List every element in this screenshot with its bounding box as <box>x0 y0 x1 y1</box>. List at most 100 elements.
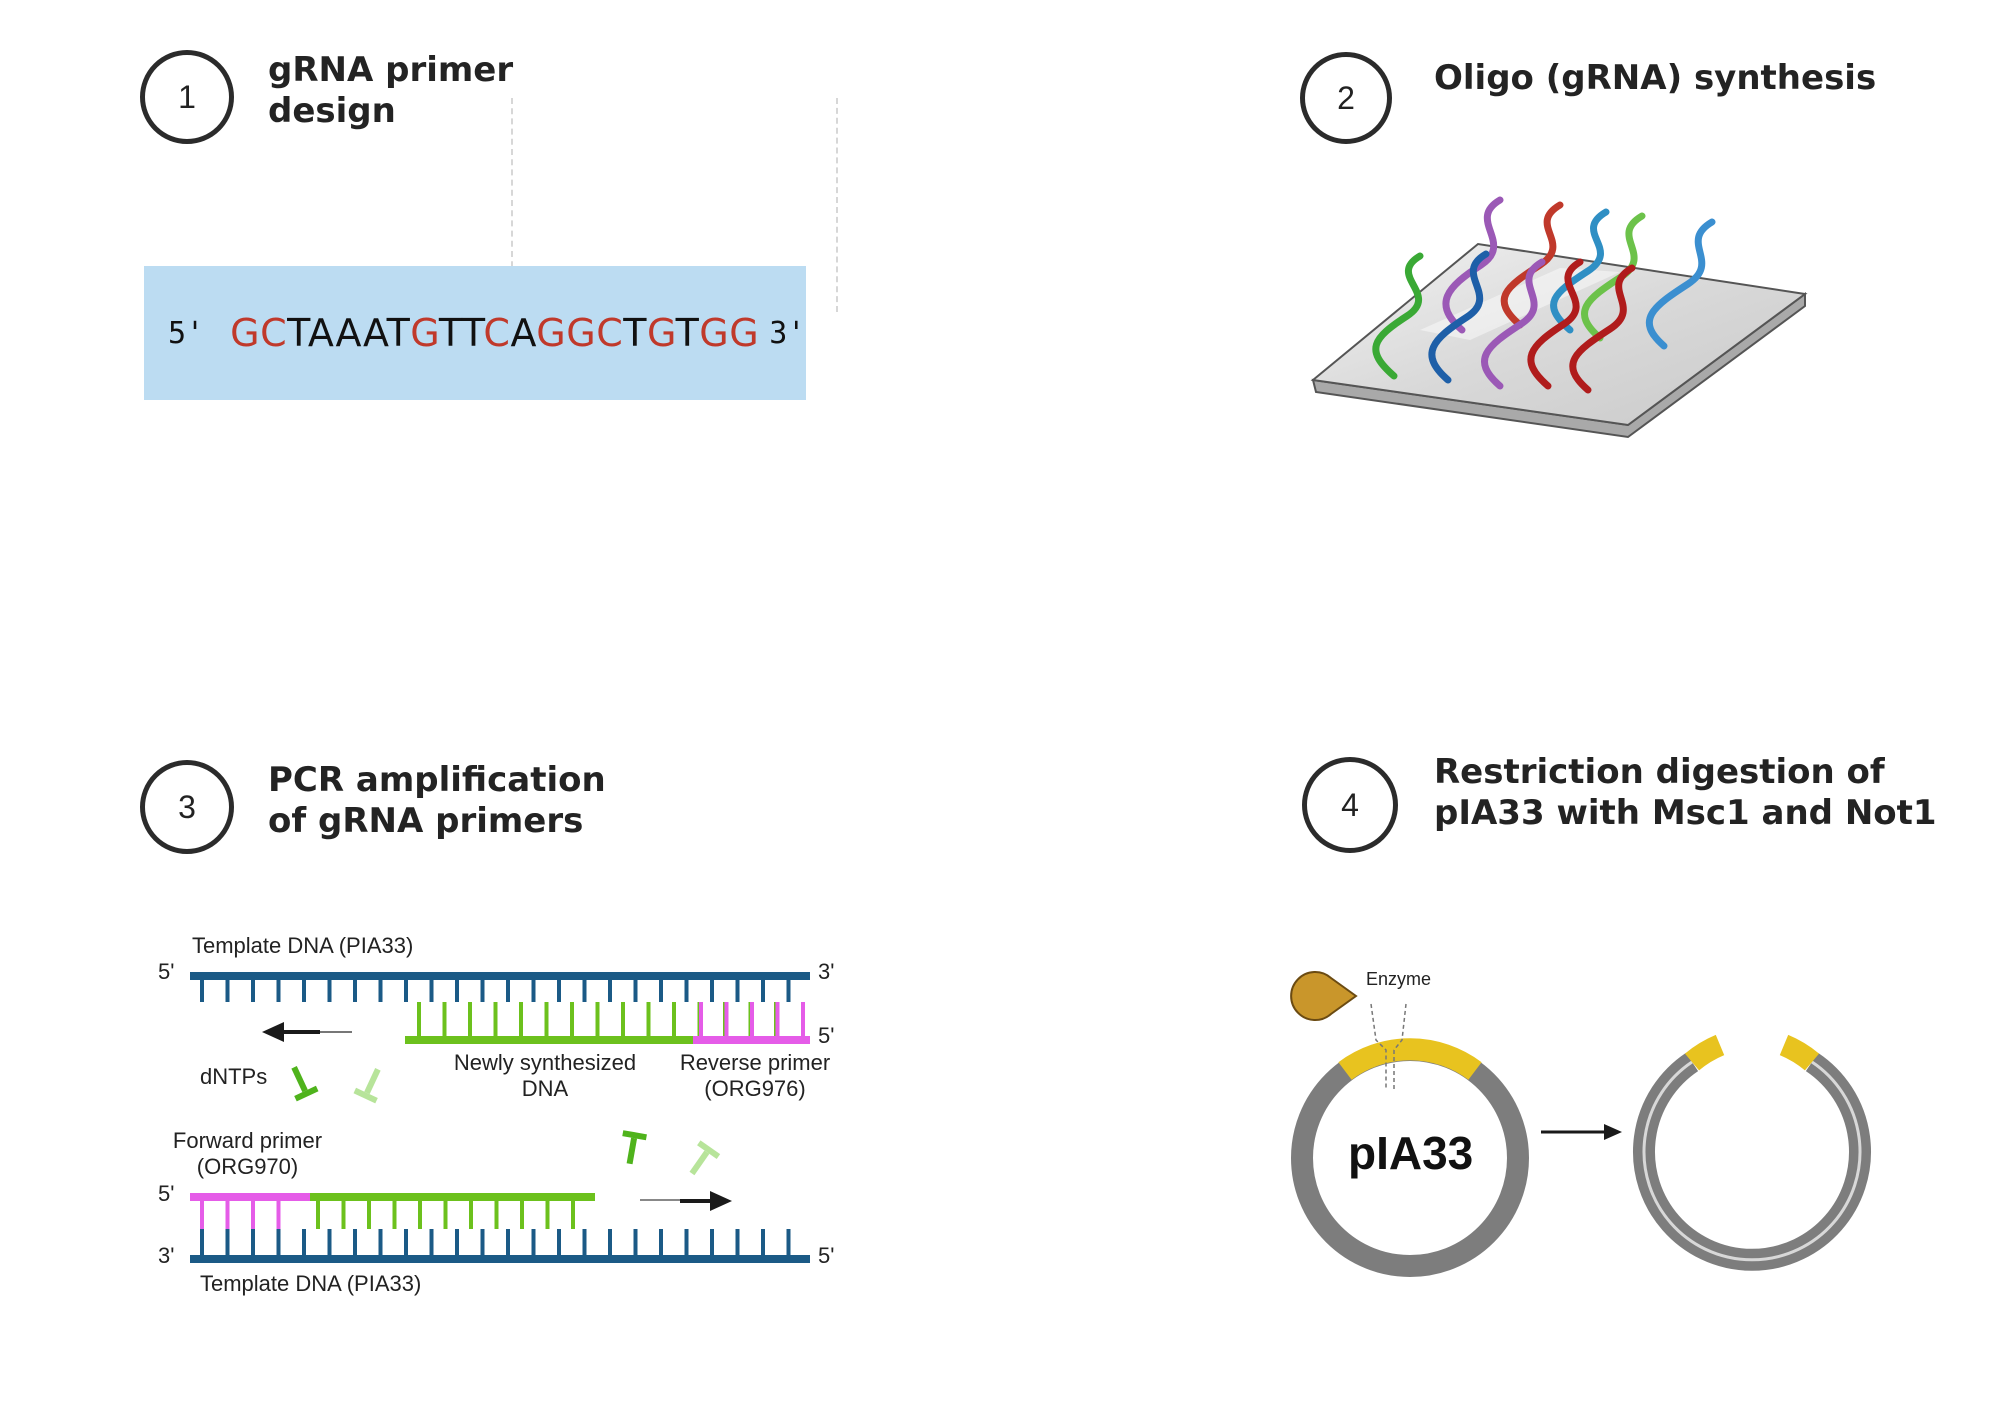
step-4-number: 4 <box>1302 757 1398 853</box>
guide-line <box>511 98 513 308</box>
base-pair-tick <box>750 1002 754 1036</box>
base-pair-tick <box>276 1229 281 1255</box>
base-pair-tick <box>519 1002 523 1036</box>
base-pair-tick <box>468 1002 472 1036</box>
base-pair-tick <box>392 1201 397 1229</box>
newly-synthesized-label: Newly synthesized DNA <box>453 1050 637 1101</box>
base-pair-tick <box>200 1229 204 1255</box>
dntp-stem <box>689 1150 710 1176</box>
end-label: 3' <box>158 1243 175 1268</box>
dntp-stem <box>626 1137 638 1165</box>
five-prime-label: 5' <box>168 315 205 351</box>
base-pair-tick <box>608 1229 612 1255</box>
step-3-number: 3 <box>140 760 234 854</box>
oligo-strand <box>1372 252 1424 380</box>
base-pair-tick <box>493 1002 498 1036</box>
base-pair-tick <box>735 1229 740 1255</box>
base-pair-tick <box>659 1229 663 1255</box>
oligo-strands <box>1372 196 1716 394</box>
enzyme-label: Enzyme <box>1366 969 1432 989</box>
base-pair-tick <box>251 980 255 1002</box>
end-label: 5' <box>818 1243 835 1268</box>
sequence-base: T <box>438 311 462 355</box>
base-pair-tick <box>378 1229 383 1255</box>
base-pair-tick <box>225 1229 230 1255</box>
base-pair-tick <box>251 1229 255 1255</box>
base-pair-tick <box>404 980 408 1002</box>
sequence-row: 5' GCTAAATGTTCAGGCTGTGG 3' <box>144 266 806 400</box>
base-pair-tick <box>494 1201 499 1229</box>
guide-line <box>836 98 838 312</box>
plasmid-fragment-left <box>1684 1034 1725 1071</box>
dntp-icon <box>291 1066 319 1102</box>
base-pair-tick <box>404 1229 408 1255</box>
sequence-base: A <box>307 311 336 355</box>
base-pair-tick <box>455 1229 459 1255</box>
sequence-base: A <box>335 311 364 355</box>
base-pair-tick <box>557 1229 561 1255</box>
sequence-base: T <box>461 311 484 355</box>
sequence-base: T <box>287 311 308 355</box>
base-pair-tick <box>225 1201 230 1229</box>
base-pair-tick <box>506 980 510 1002</box>
sequence-base: T <box>623 311 647 355</box>
base-pair-tick <box>302 1229 306 1255</box>
sequence-base: C <box>483 311 511 355</box>
base-pair-tick <box>557 980 561 1002</box>
template-top-label: Template DNA (PIA33) <box>192 933 414 958</box>
base-pair-tick <box>633 1229 638 1255</box>
sequence-base: G <box>410 311 439 355</box>
plasmid-fragment-right <box>1779 1034 1820 1071</box>
reverse-primer-label: Reverse primer (ORG976) <box>679 1050 831 1101</box>
oligo-strand <box>1481 258 1546 390</box>
dntp-icon <box>622 1130 647 1165</box>
base-pair-tick <box>699 1002 703 1036</box>
base-pair-tick <box>417 1002 421 1036</box>
base-pair-tick <box>506 1229 510 1255</box>
end-label: 3' <box>818 959 835 984</box>
base-pair-tick <box>302 980 306 1002</box>
sequence-base: A <box>510 311 537 355</box>
plasmid-ring-cut-inner <box>1642 1060 1862 1262</box>
base-pair-tick <box>429 980 434 1002</box>
dntp-bar <box>622 1130 647 1141</box>
sequence-base: T <box>386 311 411 355</box>
template-strand-bottom <box>190 1255 810 1263</box>
base-pair-tick <box>469 1201 473 1229</box>
base-pair-tick <box>455 980 459 1002</box>
sequence-base: G <box>646 311 676 355</box>
base-pair-tick <box>520 1201 524 1229</box>
end-label: 5' <box>158 1181 175 1206</box>
dntp-stem <box>291 1066 308 1093</box>
base-pair-tick <box>659 980 663 1002</box>
sequence-base: T <box>675 311 700 355</box>
end-label: 5' <box>818 1023 835 1048</box>
sequence-base: G <box>729 311 760 355</box>
sequence-box: 5' GCTAAATGTTCAGGCTGTGG 3' <box>144 266 806 400</box>
base-pair-tick <box>646 1002 651 1036</box>
base-pair-tick <box>327 1229 332 1255</box>
base-pair-tick <box>545 1201 550 1229</box>
cut-site-line <box>1393 1003 1407 1090</box>
dntp-bar <box>353 1087 378 1104</box>
base-pair-tick <box>353 980 357 1002</box>
base-pair-tick <box>480 980 485 1002</box>
step-2-title: Oligo (gRNA) synthesis <box>1434 58 1877 98</box>
base-pair-tick <box>672 1002 676 1036</box>
base-pair-tick <box>316 1201 320 1229</box>
cut-site-line <box>1370 1003 1387 1090</box>
step-2-number: 2 <box>1300 52 1392 144</box>
new-dna-strand-bottom <box>310 1193 595 1201</box>
base-pair-tick <box>571 1201 575 1229</box>
base-pair-tick <box>429 1229 434 1255</box>
base-pair-tick <box>621 1002 625 1036</box>
step-1-number: 1 <box>140 50 234 144</box>
new-dna-strand-top <box>405 1036 693 1044</box>
base-pair-tick <box>710 1229 714 1255</box>
step-4-title: Restriction digestion of pIA33 with Msc1… <box>1434 752 1937 833</box>
base-pair-tick <box>582 980 587 1002</box>
extension-arrow-head <box>710 1191 732 1211</box>
base-pair-tick <box>684 1229 689 1255</box>
